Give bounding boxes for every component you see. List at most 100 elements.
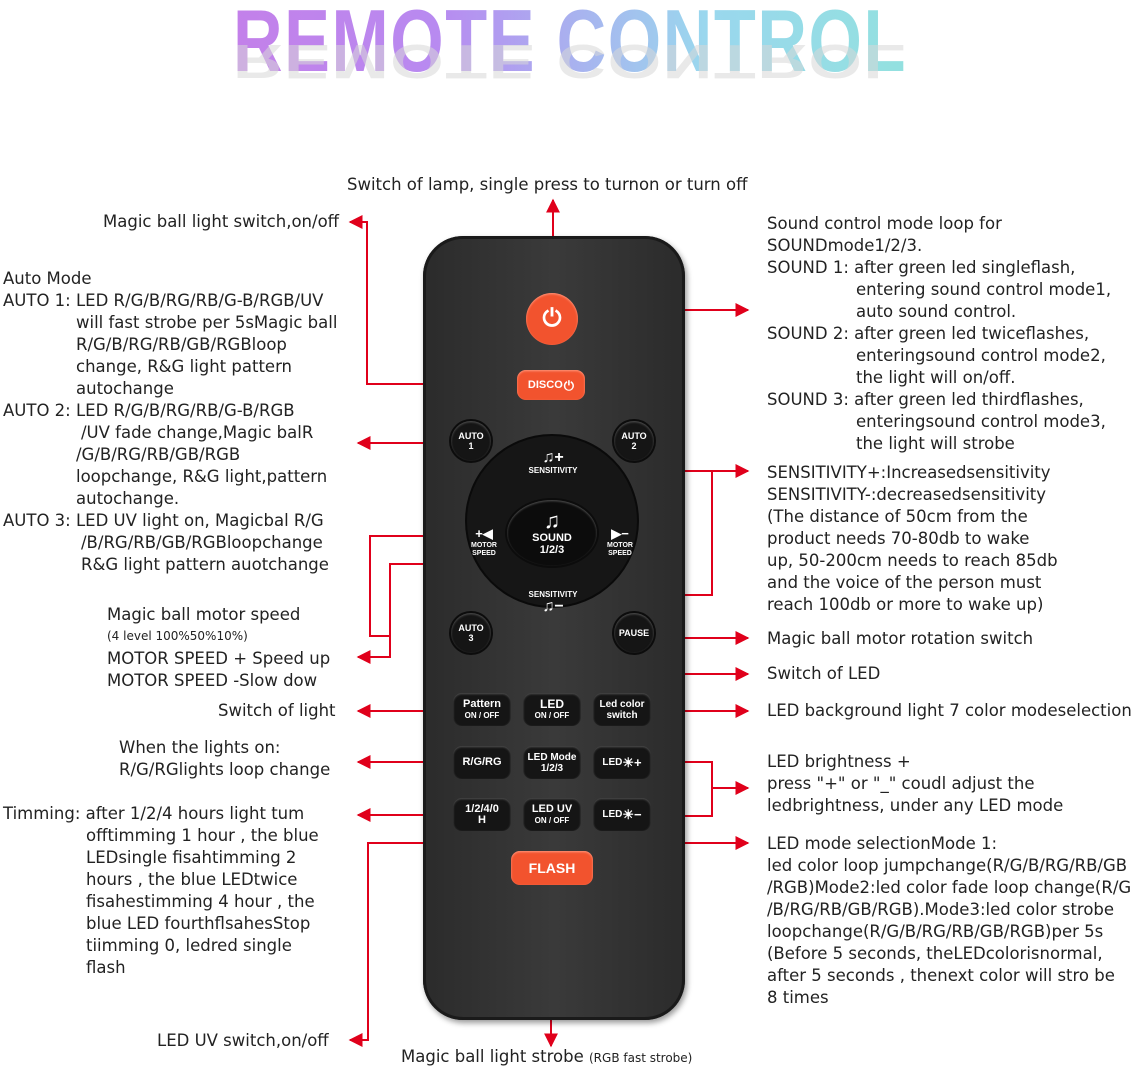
- auto-line: loopchange, R&G light,pattern: [76, 467, 328, 486]
- motor-speed-down-button[interactable]: ▶− MOTOR SPEED: [599, 524, 641, 560]
- auto-line: autochange: [76, 379, 174, 398]
- timming-line: tiimming 0, ledred single: [86, 936, 292, 955]
- power-button[interactable]: ⏻: [526, 293, 578, 345]
- disco-button[interactable]: DISCO⏻: [517, 370, 585, 400]
- auto-2-button[interactable]: AUTO 2: [614, 421, 654, 461]
- pattern-onoff: ON / OFF: [464, 710, 500, 720]
- brightness-line: press "+" or "_" coudl adjust the: [767, 774, 1035, 793]
- auto-line: R&G light pattern auotchange: [81, 555, 329, 574]
- timming-line: LEDsingle fisahtimming 2: [86, 848, 297, 867]
- led-mode-label: LED Mode: [527, 751, 577, 763]
- auto-3-button[interactable]: AUTO 3: [451, 613, 491, 653]
- flash-label: FLASH: [528, 859, 576, 876]
- timming-line: blue LED fourthflsahesStop: [86, 914, 311, 933]
- sensitivity-line: SENSITIVITY-:decreasedsensitivity: [767, 485, 1047, 504]
- timming-line: flash: [86, 958, 126, 977]
- sound-line: the light will on/off.: [856, 368, 1016, 387]
- led-onoff: ON / OFF: [534, 710, 570, 720]
- motor-left-speed: SPEED: [472, 550, 496, 557]
- page-title: REMOTE CONTROL: [125, 0, 1014, 86]
- timming-line: hours , the blue LEDtwice: [86, 870, 298, 889]
- led-uv-label: LED UV: [531, 802, 573, 815]
- sensitivity-line: reach 100db or more to wake up): [767, 595, 1044, 614]
- label-auto-mode: Auto Mode AUTO 1: LED R/G/B/RG/RB/G-B/RG…: [3, 268, 337, 576]
- rgb-label: R/G/RG: [462, 756, 502, 768]
- label-switch-led: Switch of LED: [767, 664, 881, 683]
- speed-up-icon: +◀: [475, 526, 493, 541]
- sound-modes: 1/2/3: [539, 544, 565, 556]
- led-mode-button[interactable]: LED Mode 1/2/3: [523, 746, 581, 779]
- brightness-line: LED brightness +: [767, 752, 911, 771]
- led-mode-line: (Before 5 seconds, theLEDcolorisnormal,: [767, 944, 1103, 963]
- sensitivity-line: product needs 70-80db to wake: [767, 529, 1030, 548]
- label-lights-on-1: When the lights on:: [119, 738, 281, 757]
- rgb-button[interactable]: R/G/RG: [453, 746, 511, 779]
- led-mode-line: loopchange(R/G/B/RG/RB/GB/RGB)per 5s: [767, 922, 1104, 941]
- auto-line: will fast strobe per 5sMagic ball: [76, 313, 338, 332]
- pattern-button[interactable]: Pattern ON / OFF: [453, 693, 511, 726]
- sensitivity-up-button[interactable]: ♫+ SENSITIVITY: [507, 446, 599, 478]
- auto-3-number: 3: [468, 633, 474, 643]
- pause-button[interactable]: PAUSE: [614, 613, 654, 653]
- sound-line: SOUNDmode1/2/3.: [767, 236, 923, 255]
- led-color-switch-button[interactable]: Led color switch: [593, 693, 651, 726]
- power-icon: ⏻: [563, 377, 575, 393]
- flash-button[interactable]: FLASH: [511, 851, 593, 885]
- motor-speed-up-button[interactable]: +◀ MOTOR SPEED: [463, 524, 505, 560]
- sensitivity-down-button[interactable]: SENSITIVITY ♫−: [507, 586, 599, 618]
- led-mode-line: led color loop jumpchange(R/G/B/RG/RB/GB: [767, 856, 1128, 875]
- auto-3-label: AUTO: [458, 623, 484, 633]
- remote-control: ⏻ DISCO⏻ AUTO 1 AUTO 2 ♫+ SENSITIVITY SE…: [423, 236, 685, 1020]
- led-mode-line: /B/RG/RB/GB/RGB).Mode3:led color strobe: [767, 900, 1115, 919]
- timer-label: 1/2/4/0: [465, 802, 499, 815]
- timer-button[interactable]: 1/2/4/0 H: [453, 798, 511, 831]
- motor-right-label: MOTOR: [607, 542, 633, 549]
- auto-line: autochange.: [76, 489, 180, 508]
- auto-line: Auto Mode: [3, 269, 92, 288]
- auto-line: /G/B/RG/RB/GB/RGB: [76, 445, 241, 464]
- label-motor-speed-up: MOTOR SPEED + Speed up: [107, 649, 331, 668]
- auto-1-button[interactable]: AUTO 1: [451, 421, 491, 461]
- auto-2-number: 2: [631, 441, 637, 451]
- led-onoff-button[interactable]: LED ON / OFF: [523, 693, 581, 726]
- music-up-icon: ♫+: [542, 448, 564, 466]
- led-uv-onoff: ON / OFF: [534, 815, 570, 825]
- disco-label: DISCO: [527, 378, 563, 391]
- sensitivity-up-label: SENSITIVITY: [528, 465, 578, 475]
- speed-down-icon: ▶−: [611, 526, 629, 541]
- led-plus-label: LED: [602, 757, 623, 768]
- led-brightness-down-button[interactable]: LED☀−: [593, 798, 651, 831]
- auto-line: /UV fade change,Magic balR: [81, 423, 314, 442]
- timming-line: offtimming 1 hour , the blue: [86, 826, 319, 845]
- led-brightness-up-button[interactable]: LED☀+: [593, 746, 651, 779]
- sensitivity-line: and the voice of the person must: [767, 573, 1042, 592]
- music-down-icon: ♫−: [542, 597, 564, 615]
- led-mode-line: 8 times: [767, 988, 829, 1007]
- pause-label: PAUSE: [618, 628, 650, 638]
- label-sound: Sound control mode loop for SOUNDmode1/2…: [767, 213, 1111, 455]
- sun-plus-icon: ☀+: [622, 755, 642, 770]
- sun-minus-icon: ☀−: [622, 807, 642, 822]
- label-strobe: Magic ball light strobe (RGB fast strobe…: [401, 1046, 692, 1069]
- auto-2-label: AUTO: [621, 431, 647, 441]
- label-strobe-main: Magic ball light strobe: [401, 1047, 584, 1066]
- auto-line: R/G/B/RG/RB/GB/RGBloop: [76, 335, 287, 354]
- label-led-mode: LED mode selectionMode 1: led color loop…: [767, 833, 1131, 1009]
- timming-line: fisahestimming 4 hour , the: [86, 892, 315, 911]
- label-motor-speed-small: (4 level 100%50%10%): [107, 629, 248, 643]
- label-brightness: LED brightness + press "+" or "_" coudl …: [767, 751, 1063, 817]
- timer-unit: H: [478, 813, 486, 826]
- label-strobe-small: (RGB fast strobe): [589, 1051, 693, 1065]
- sound-button[interactable]: ♫ SOUND 1/2/3: [507, 500, 597, 566]
- led-color-switch: switch: [606, 709, 638, 721]
- auto-line: /B/RG/RB/GB/RGBloopchange: [81, 533, 323, 552]
- led-color-label: Led color: [599, 698, 645, 710]
- label-timming: Timming: after 1/2/4 hours light tum off…: [3, 803, 319, 979]
- auto-1-number: 1: [468, 441, 474, 451]
- pattern-label: Pattern: [463, 697, 501, 710]
- sound-line: auto sound control.: [856, 302, 1017, 321]
- led-uv-button[interactable]: LED UV ON / OFF: [523, 798, 581, 831]
- sensitivity-line: up, 50-200cm needs to reach 85db: [767, 551, 1058, 570]
- auto-1-label: AUTO: [458, 431, 484, 441]
- label-power: Switch of lamp, single press to turnon o…: [347, 175, 748, 194]
